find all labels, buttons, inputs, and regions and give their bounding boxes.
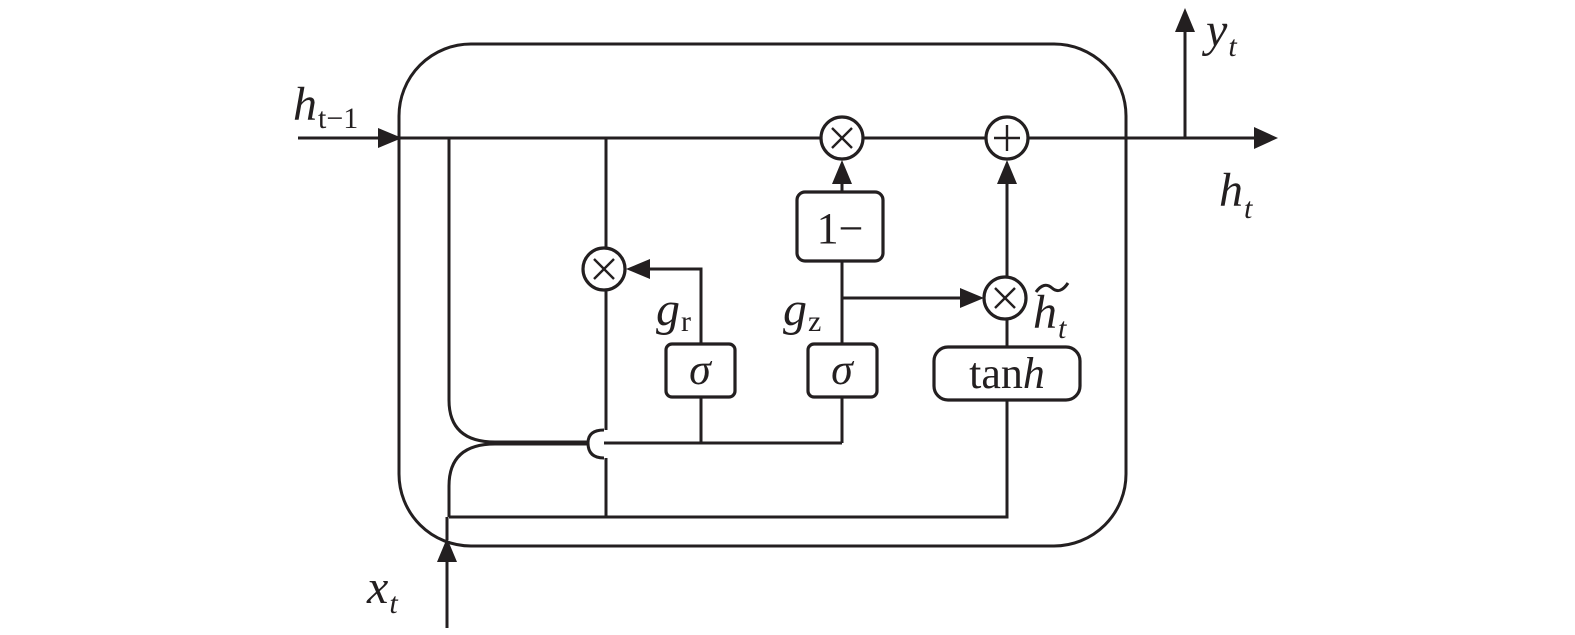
- h-tilde-sub: t: [1058, 312, 1067, 345]
- h-tilde-main: h: [1033, 286, 1057, 339]
- h-out-label: ht: [1219, 164, 1253, 225]
- g-z-arrowhead: [960, 288, 984, 308]
- multiply-operator-update: [982, 275, 1028, 321]
- sigma-z-label: σ: [831, 345, 855, 394]
- x-input-arrowhead: [437, 538, 457, 562]
- g-z-main: g: [783, 283, 807, 336]
- one-minus-box: 1−: [795, 190, 885, 263]
- cell-boundary: [397, 42, 1128, 548]
- h-prev-main: h: [293, 78, 317, 131]
- g-r-label: gr: [656, 283, 691, 338]
- h-tilde-label: ht: [1033, 286, 1067, 345]
- y-output-arrowhead: [1175, 8, 1195, 32]
- g-r-sub: r: [681, 305, 691, 338]
- one-minus-arrowhead: [832, 160, 852, 184]
- tanh-label-suffix: h: [1023, 349, 1045, 398]
- h-prev-input-arrowhead: [378, 128, 402, 148]
- h-out-main: h: [1219, 164, 1243, 217]
- multiply-operator-top: [819, 115, 865, 161]
- y-label: yt: [1201, 4, 1237, 63]
- g-z-sub: z: [808, 305, 821, 338]
- x-label: xt: [366, 561, 398, 620]
- tilde-mark: [1034, 282, 1070, 293]
- add-operator: [984, 115, 1030, 161]
- x-sub: t: [389, 587, 398, 620]
- one-minus-label: 1−: [817, 204, 864, 253]
- add-input-arrowhead: [997, 160, 1017, 184]
- h-prev-sub: t−1: [318, 102, 358, 135]
- g-r-signal-line: [648, 267, 703, 344]
- x-to-gates-path: [447, 442, 588, 517]
- h-prev-to-gates-path: [447, 138, 588, 444]
- tanh-box: tanh: [932, 345, 1082, 402]
- multiply-operator-reset: [581, 246, 627, 292]
- x-main: x: [366, 561, 388, 614]
- h-tilde-label-group: ht: [1033, 282, 1070, 345]
- h-prev-label: ht−1: [293, 78, 358, 135]
- h-out-arrowhead: [1254, 127, 1278, 149]
- y-sub: t: [1228, 30, 1237, 63]
- x-to-tanh-line: [449, 400, 1009, 519]
- sigma-z-box: σ: [806, 342, 879, 399]
- h-out-sub: t: [1244, 192, 1253, 225]
- g-r-arrowhead: [626, 259, 650, 279]
- sigma-r-label: σ: [689, 345, 713, 394]
- sigma-r-box: σ: [664, 342, 737, 399]
- crossover-hop: [586, 428, 605, 460]
- tanh-label-prefix: tan: [969, 349, 1023, 398]
- y-main: y: [1201, 4, 1228, 57]
- g-r-main: g: [656, 283, 680, 336]
- g-z-label: gz: [783, 283, 821, 338]
- tanh-label: tanh: [969, 349, 1045, 398]
